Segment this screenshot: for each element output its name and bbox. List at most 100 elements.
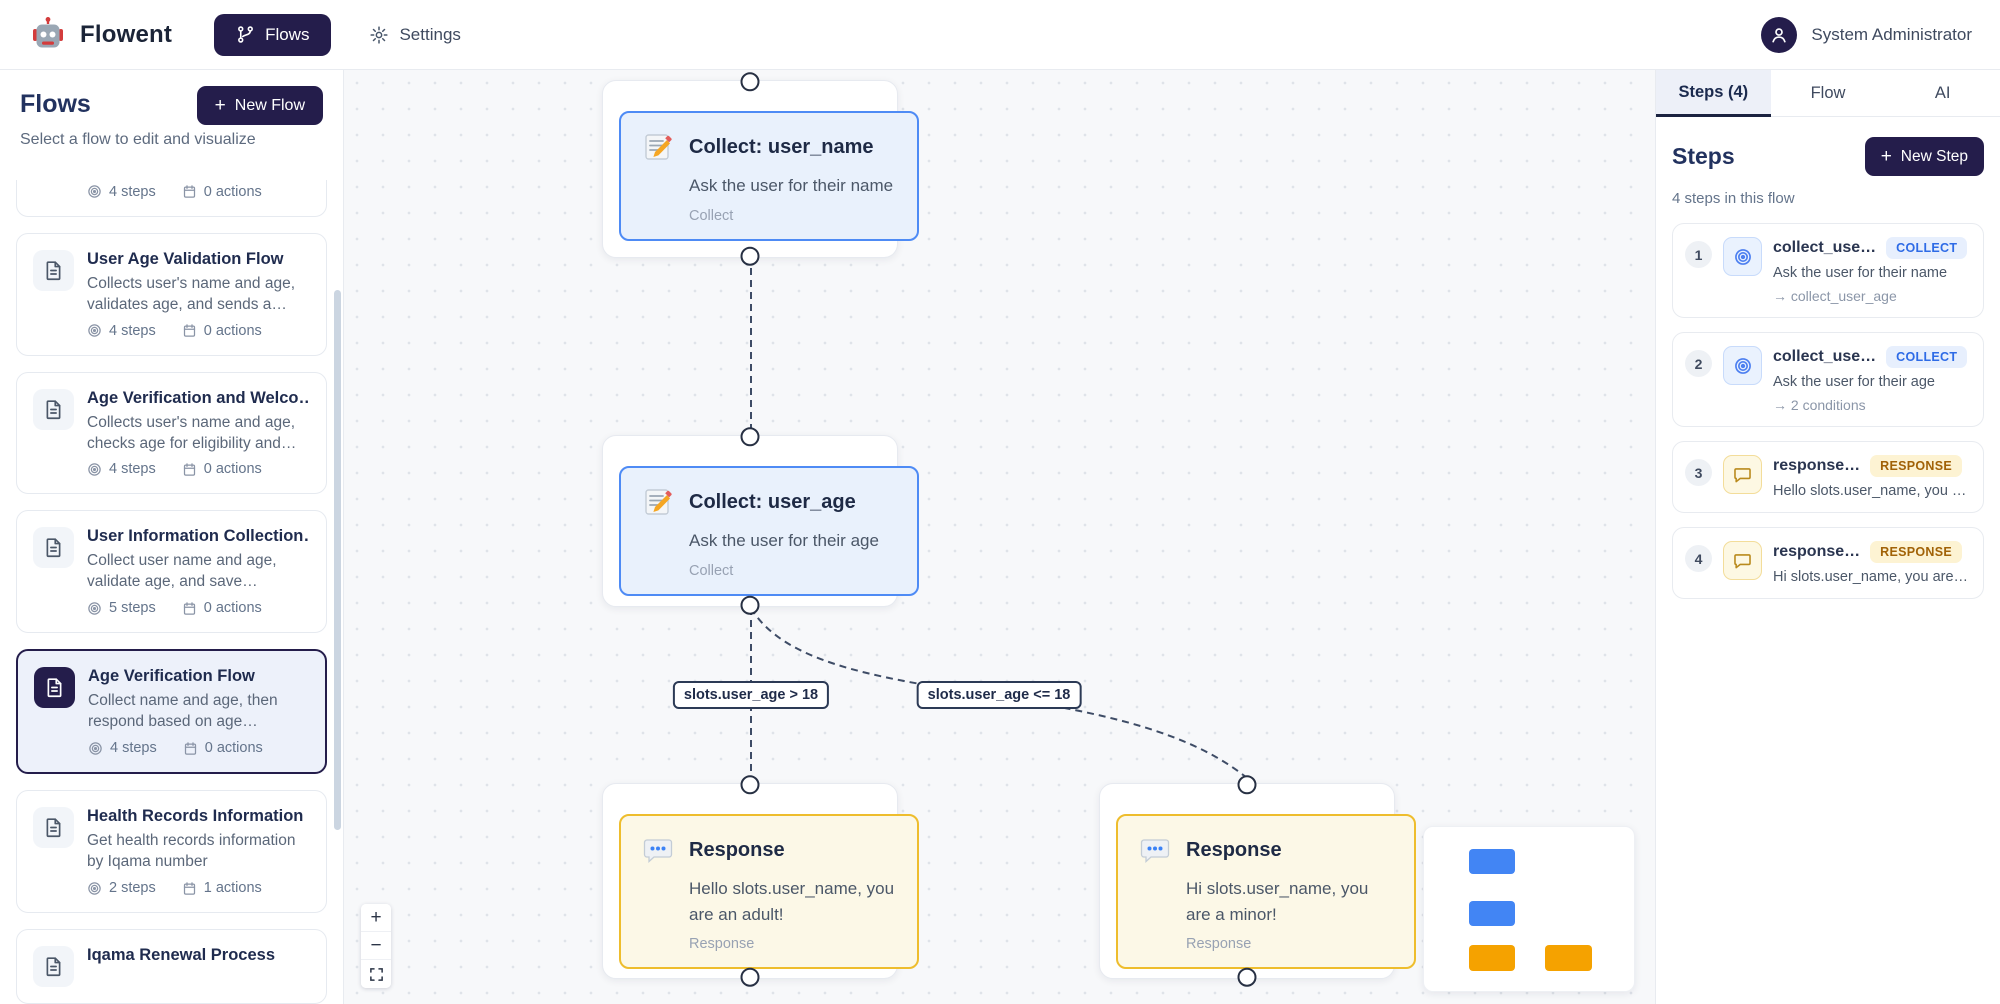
document-icon — [33, 527, 74, 569]
flow-node[interactable]: Response Hi slots.user_name, you are a m… — [1099, 775, 1416, 987]
new-step-button[interactable]: + New Step — [1864, 137, 1984, 176]
flow-card[interactable]: Health Records Information Get health re… — [16, 790, 327, 913]
step-card[interactable]: 1 collect_use… COLLECT Ask the user for … — [1672, 223, 1984, 318]
user-name: System Administrator — [1811, 24, 1972, 44]
flow-node[interactable]: Collect: user_name Ask the user for thei… — [602, 72, 919, 266]
flow-card[interactable]: Age Verification and Welco… Collects use… — [16, 371, 327, 495]
flow-card[interactable]: User Age Validation Flow Collects user's… — [16, 232, 327, 356]
document-icon — [33, 946, 74, 987]
fit-view-button[interactable] — [361, 960, 391, 988]
steps-count-icon — [89, 741, 102, 755]
document-icon — [33, 807, 74, 849]
minimap-node — [1469, 901, 1515, 926]
flows-nav-label: Flows — [265, 24, 310, 44]
node-handle-top[interactable] — [1237, 775, 1257, 795]
steps-count-subtitle: 4 steps in this flow — [1672, 190, 1795, 207]
node-title: Collect: user_age — [689, 490, 856, 513]
flow-card-actions-count: 0 actions — [203, 322, 262, 339]
actions-count-icon — [183, 881, 195, 895]
flow-card-title: Age Verification Flow — [88, 667, 255, 686]
speech-bubble-icon — [1733, 551, 1752, 570]
robot-logo-icon — [28, 15, 68, 55]
node-title: Collect: user_name — [689, 135, 874, 158]
steps-count-icon — [88, 881, 101, 895]
document-icon — [34, 667, 75, 709]
sidebar-scrollbar[interactable] — [334, 290, 341, 830]
step-card[interactable]: 2 collect_use… COLLECT Ask the user for … — [1672, 332, 1984, 427]
flow-card-actions-count: 0 actions — [203, 461, 262, 478]
flows-panel-title: Flows — [20, 90, 91, 118]
flow-card-steps-count: 4 steps — [109, 461, 156, 478]
node-type-label: Collect — [689, 207, 734, 224]
flow-card-meta: 4 steps 0 actions — [87, 323, 310, 339]
flow-card-meta: 4 steps 0 actions — [88, 740, 309, 756]
flow-card[interactable]: User Information Collection… Collect use… — [16, 510, 327, 634]
node-description: Hello slots.user_name, you are an adult! — [689, 879, 895, 924]
flow-card-description: Collect name and age, then respond based… — [88, 692, 278, 731]
node-handle-bottom[interactable] — [740, 595, 760, 615]
node-handle-top[interactable] — [740, 427, 760, 447]
flows-nav-button[interactable]: Flows — [214, 13, 332, 56]
panel-tab-steps-4[interactable]: Steps (4) — [1656, 70, 1771, 117]
node-description: Ask the user for their name — [689, 176, 894, 195]
flows-panel-subtitle: Select a flow to edit and visualize — [20, 131, 256, 148]
step-name: collect_use… — [1773, 239, 1877, 256]
flow-card[interactable]: 4 steps 0 actions — [16, 180, 327, 217]
target-icon — [1733, 356, 1753, 376]
node-handle-bottom[interactable] — [1237, 967, 1257, 987]
step-name: collect_use… — [1773, 348, 1877, 365]
step-description: Ask the user for their age — [1773, 374, 1935, 390]
flow-card-steps-count: 4 steps — [109, 183, 156, 200]
actions-count-icon — [184, 741, 196, 755]
flow-card-steps-count: 4 steps — [109, 322, 156, 339]
new-flow-button[interactable]: + New Flow — [196, 86, 323, 125]
flow-node[interactable]: Collect: user_age Ask the user for their… — [602, 427, 919, 615]
panel-tab-ai[interactable]: AI — [1885, 70, 2000, 117]
flow-card[interactable]: Iqama Renewal Process — [16, 929, 327, 1004]
minimap-node — [1469, 945, 1515, 971]
node-handle-bottom[interactable] — [740, 246, 760, 266]
steps-count-icon — [88, 602, 101, 615]
flow-card-title: Health Records Information — [87, 807, 304, 826]
flow-node[interactable]: Response Hello slots.user_name, you are … — [602, 775, 919, 987]
steps-count-icon — [88, 185, 101, 199]
flow-card-actions-count: 1 actions — [203, 880, 262, 896]
node-handle-bottom[interactable] — [740, 967, 760, 987]
user-menu[interactable]: System Administrator — [1761, 16, 1972, 53]
step-number-badge: 2 — [1685, 350, 1712, 377]
step-card[interactable]: 3 response… RESPONSE Hello slots.user_na… — [1672, 441, 1984, 513]
step-transition: → 2 conditions — [1773, 397, 1866, 413]
settings-nav-button[interactable]: Settings — [353, 15, 476, 55]
flow-card-steps-count: 4 steps — [110, 740, 157, 757]
node-handle-top[interactable] — [740, 775, 760, 795]
speech-bubble-icon — [1733, 465, 1752, 484]
brand: Flowent — [28, 15, 172, 55]
flow-card-title: User Information Collection… — [87, 527, 310, 546]
flows-sidebar: Flows + New Flow Select a flow to edit a… — [0, 70, 344, 1004]
flow-card-meta: 4 steps 0 actions — [87, 461, 310, 477]
target-icon — [1733, 247, 1753, 267]
flow-canvas[interactable]: Collect: user_name Ask the user for thei… — [344, 70, 1655, 1004]
node-handle-top[interactable] — [740, 72, 760, 92]
document-icon — [33, 388, 74, 430]
primary-nav: Flows Settings — [214, 13, 477, 56]
flow-card[interactable]: Age Verification Flow Collect name and a… — [16, 649, 327, 775]
new-flow-label: New Flow — [234, 96, 305, 114]
zoom-in-button[interactable]: + — [361, 904, 391, 932]
canvas-minimap[interactable] — [1423, 826, 1635, 992]
actions-count-icon — [183, 324, 195, 337]
flow-card-description: Collects user's name and age, validates … — [87, 274, 296, 313]
document-icon — [33, 249, 74, 291]
flow-card-title: Iqama Renewal Process — [87, 946, 276, 964]
flow-card-meta: 2 steps 1 actions — [87, 880, 310, 896]
actions-count-icon — [183, 602, 195, 615]
flow-card-steps-count: 5 steps — [109, 600, 156, 617]
panel-tab-flow[interactable]: Flow — [1770, 70, 1886, 117]
actions-count-icon — [183, 463, 195, 476]
flow-card-meta: 5 steps 0 actions — [87, 600, 310, 616]
steps-panel-body: Steps + New Step 4 steps in this flow 1 — [1656, 117, 2000, 1004]
zoom-out-button[interactable]: − — [361, 932, 391, 960]
step-card[interactable]: 4 response… RESPONSE Hi slots.user_name,… — [1672, 527, 1984, 599]
